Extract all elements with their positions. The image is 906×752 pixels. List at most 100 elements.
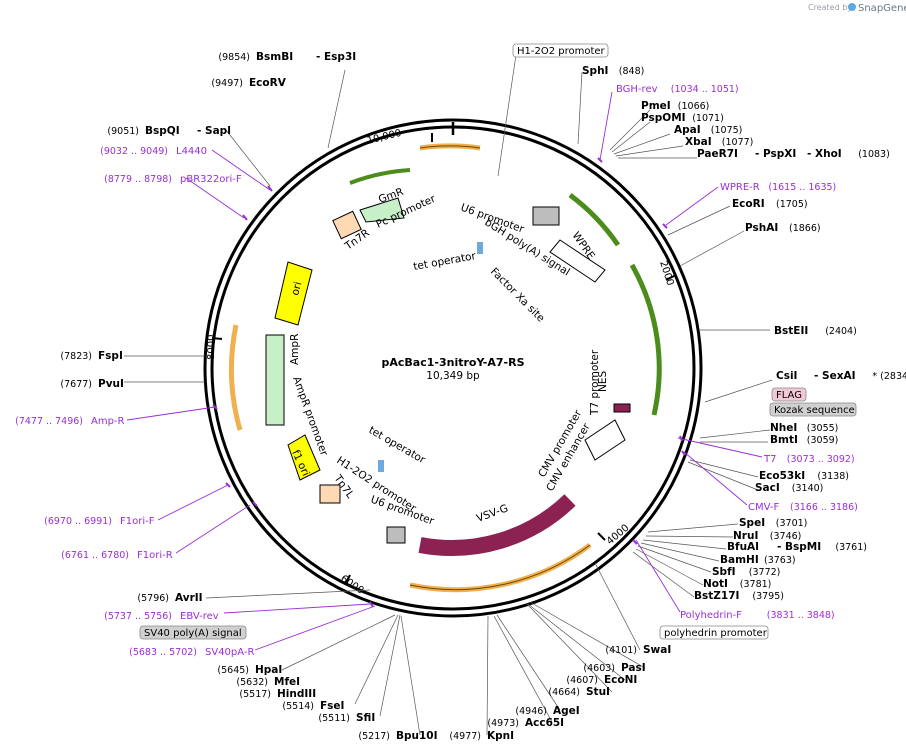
enzyme-position: (1071) bbox=[692, 113, 724, 124]
enzyme-label[interactable]: KpnI bbox=[487, 730, 514, 742]
enzyme-position: (9051) bbox=[107, 126, 139, 137]
enzyme-label[interactable]: BstZ17I bbox=[694, 590, 739, 602]
boxed-label[interactable]: Kozak sequence bbox=[774, 405, 855, 416]
primer-label[interactable]: EBV-rev bbox=[180, 611, 219, 622]
primer-label[interactable]: SV40pA-R bbox=[205, 647, 254, 658]
enzyme-label[interactable]: CsiI bbox=[776, 370, 797, 382]
enzyme-label[interactable]: FspI bbox=[98, 350, 123, 362]
boxed-label[interactable]: polyhedrin promoter bbox=[664, 628, 768, 639]
enzyme-label[interactable]: ApaI bbox=[674, 124, 701, 136]
enzyme-label[interactable]: SphI bbox=[582, 65, 608, 77]
enzyme-label[interactable]: EcoRI bbox=[732, 198, 765, 210]
enzyme-label[interactable]: MfeI bbox=[274, 676, 300, 688]
vsv-g-arrow bbox=[418, 494, 576, 556]
enzyme-label[interactable]: SfiI bbox=[356, 712, 375, 724]
enzyme-label[interactable]: BamHI bbox=[720, 554, 759, 566]
enzyme-label[interactable]: SbfI bbox=[712, 566, 736, 578]
feature-label: AmpR bbox=[289, 334, 301, 365]
primer-position: (1034 .. 1051) bbox=[671, 84, 739, 95]
boxed-label[interactable]: H1-2O2 promoter bbox=[517, 46, 606, 57]
enzyme-label[interactable]: AgeI bbox=[553, 705, 580, 717]
f1-ori-feature bbox=[287, 434, 321, 481]
enzyme-position: (3761) bbox=[835, 542, 867, 553]
enzyme-position: (9497) bbox=[211, 78, 243, 89]
tn7l-feature bbox=[319, 484, 341, 504]
boxed-label[interactable]: SV40 poly(A) signal bbox=[144, 628, 242, 639]
feature-label: ori bbox=[289, 280, 304, 296]
enzyme-label[interactable]: EcoRV bbox=[249, 77, 287, 89]
primer-position: (3073 .. 3092) bbox=[787, 454, 855, 465]
enzyme-label[interactable]: BstEII bbox=[774, 325, 808, 337]
boxed-label[interactable]: FLAG bbox=[776, 390, 802, 401]
primer-position: (6761 .. 6780) bbox=[61, 550, 129, 561]
primer-label[interactable]: CMV-F bbox=[748, 502, 779, 513]
enzyme-label[interactable]: - Esp3I bbox=[316, 51, 356, 63]
primer-label[interactable]: BGH-rev bbox=[616, 84, 658, 95]
enzyme-label[interactable]: - PspXI bbox=[755, 148, 796, 160]
enzyme-label[interactable]: HpaI bbox=[255, 664, 282, 676]
primer-label[interactable]: F1ori-R bbox=[137, 550, 173, 561]
enzyme-label[interactable]: BmtI bbox=[770, 434, 798, 446]
plasmid-size: 10,349 bp bbox=[426, 370, 480, 382]
enzyme-label[interactable]: FseI bbox=[320, 700, 344, 712]
enzyme-label[interactable]: StuI bbox=[586, 686, 610, 698]
enzyme-position: (5796) bbox=[137, 593, 169, 604]
enzyme-label[interactable]: Bpu10I bbox=[396, 730, 438, 742]
primer-label[interactable]: Amp-R bbox=[91, 416, 125, 427]
enzyme-label[interactable]: AvrII bbox=[175, 592, 203, 604]
primer-label[interactable]: WPRE-R bbox=[720, 182, 760, 193]
primer-label[interactable]: Polyhedrin-F bbox=[680, 610, 742, 621]
feature-label: T7 promoter bbox=[589, 349, 601, 416]
boxed-label-frame bbox=[139, 625, 247, 640]
primer-label[interactable]: T7 bbox=[763, 454, 776, 465]
enzyme-label[interactable]: PspOMI bbox=[641, 112, 686, 124]
primer-label[interactable]: L4440 bbox=[176, 146, 207, 157]
enzyme-position: (4946) bbox=[515, 706, 547, 717]
enzyme-label[interactable]: EcoNI bbox=[604, 674, 637, 686]
enzyme-label[interactable]: - SapI bbox=[197, 125, 231, 137]
enzyme-position: (2404) bbox=[825, 326, 857, 337]
tet-operator-mark bbox=[477, 242, 483, 254]
enzyme-label[interactable]: BsmBI bbox=[256, 51, 293, 63]
enzyme-label[interactable]: SwaI bbox=[643, 644, 671, 656]
enzyme-position: (3746) bbox=[770, 531, 802, 542]
enzyme-label[interactable]: NheI bbox=[770, 422, 797, 434]
enzyme-label[interactable]: Acc65I bbox=[525, 717, 564, 729]
primer-label[interactable]: pBR322ori-F bbox=[180, 174, 242, 185]
enzyme-label[interactable]: PshAI bbox=[745, 222, 778, 234]
enzyme-label[interactable]: PasI bbox=[621, 662, 646, 674]
nes-feature bbox=[613, 403, 631, 413]
enzyme-label[interactable]: BspQI bbox=[145, 125, 180, 137]
boxed-label-frame bbox=[771, 387, 807, 402]
ori-feature bbox=[274, 261, 313, 326]
cmv-promoter-feature bbox=[584, 419, 626, 461]
enzyme-label[interactable]: PaeR7I bbox=[697, 148, 738, 160]
enzyme-position: (4603) bbox=[583, 663, 615, 674]
enzyme-position: (4973) bbox=[487, 718, 519, 729]
primer-position: (7477 .. 7496) bbox=[15, 416, 83, 427]
enzyme-label[interactable]: NruI bbox=[733, 530, 758, 542]
green-arc-right-1 bbox=[568, 192, 621, 247]
enzyme-label[interactable]: SacI bbox=[755, 482, 780, 494]
primer-position: (6970 .. 6991) bbox=[44, 516, 112, 527]
enzyme-label[interactable]: SpeI bbox=[739, 517, 765, 529]
enzyme-label[interactable]: - SexAI bbox=[814, 370, 856, 382]
enzyme-label[interactable]: HindIII bbox=[277, 688, 316, 700]
enzyme-label[interactable]: XbaI bbox=[685, 136, 712, 148]
enzyme-position: (7823) bbox=[60, 351, 92, 362]
enzyme-position: (1866) bbox=[789, 223, 821, 234]
enzyme-position: (3781) bbox=[740, 579, 772, 590]
primer-label[interactable]: F1ori-F bbox=[120, 516, 155, 527]
enzyme-label[interactable]: - BspMI bbox=[777, 541, 821, 553]
enzyme-label[interactable]: - XhoI bbox=[807, 148, 842, 160]
enzyme-position: (5514) bbox=[282, 701, 314, 712]
enzyme-labels: (9854)BsmBI- Esp3I(9497)EcoRV(9051)BspQI… bbox=[60, 51, 906, 742]
enzyme-label[interactable]: NotI bbox=[703, 578, 728, 590]
enzyme-position: (5517) bbox=[239, 689, 271, 700]
enzyme-label[interactable]: BfuAI bbox=[727, 541, 759, 553]
enzyme-label[interactable]: PvuI bbox=[98, 378, 124, 390]
boxed-label-frame bbox=[512, 43, 609, 58]
enzyme-label[interactable]: Eco53kI bbox=[759, 470, 805, 482]
enzyme-label[interactable]: PmeI bbox=[641, 100, 671, 112]
